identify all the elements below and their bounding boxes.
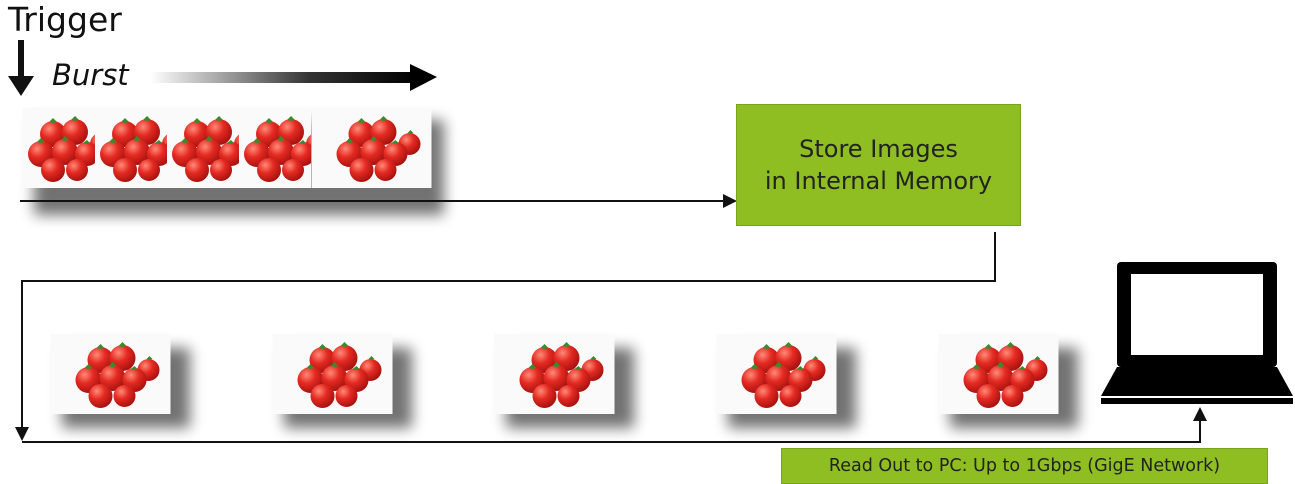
memory-connector — [15, 232, 996, 441]
readout-box: Read Out to PC: Up to 1Gbps (GigE Networ… — [781, 448, 1268, 484]
tomato-photo — [495, 334, 615, 414]
tomato-photo — [717, 334, 837, 414]
arrow-right-icon — [150, 64, 437, 91]
readout-label: Read Out to PC: Up to 1Gbps (GigE Networ… — [828, 456, 1221, 476]
tomato-photo — [939, 334, 1059, 414]
burst-label: Burst — [52, 58, 129, 92]
store-memory-box: Store Images in Internal Memory — [736, 104, 1021, 226]
trigger-label: Trigger — [8, 0, 122, 39]
tomato-photo — [273, 334, 393, 414]
laptop-icon — [1101, 262, 1293, 404]
tomato-photo — [51, 334, 171, 414]
tomato-photo — [312, 108, 432, 188]
arrow-to-pc — [22, 407, 1207, 443]
readout-photos — [51, 334, 1078, 428]
store-memory-label: Store Images in Internal Memory — [764, 135, 993, 195]
arrow-down-icon — [8, 40, 34, 96]
burst-photo-strip — [3, 108, 444, 215]
arrow-to-memory — [20, 194, 737, 208]
